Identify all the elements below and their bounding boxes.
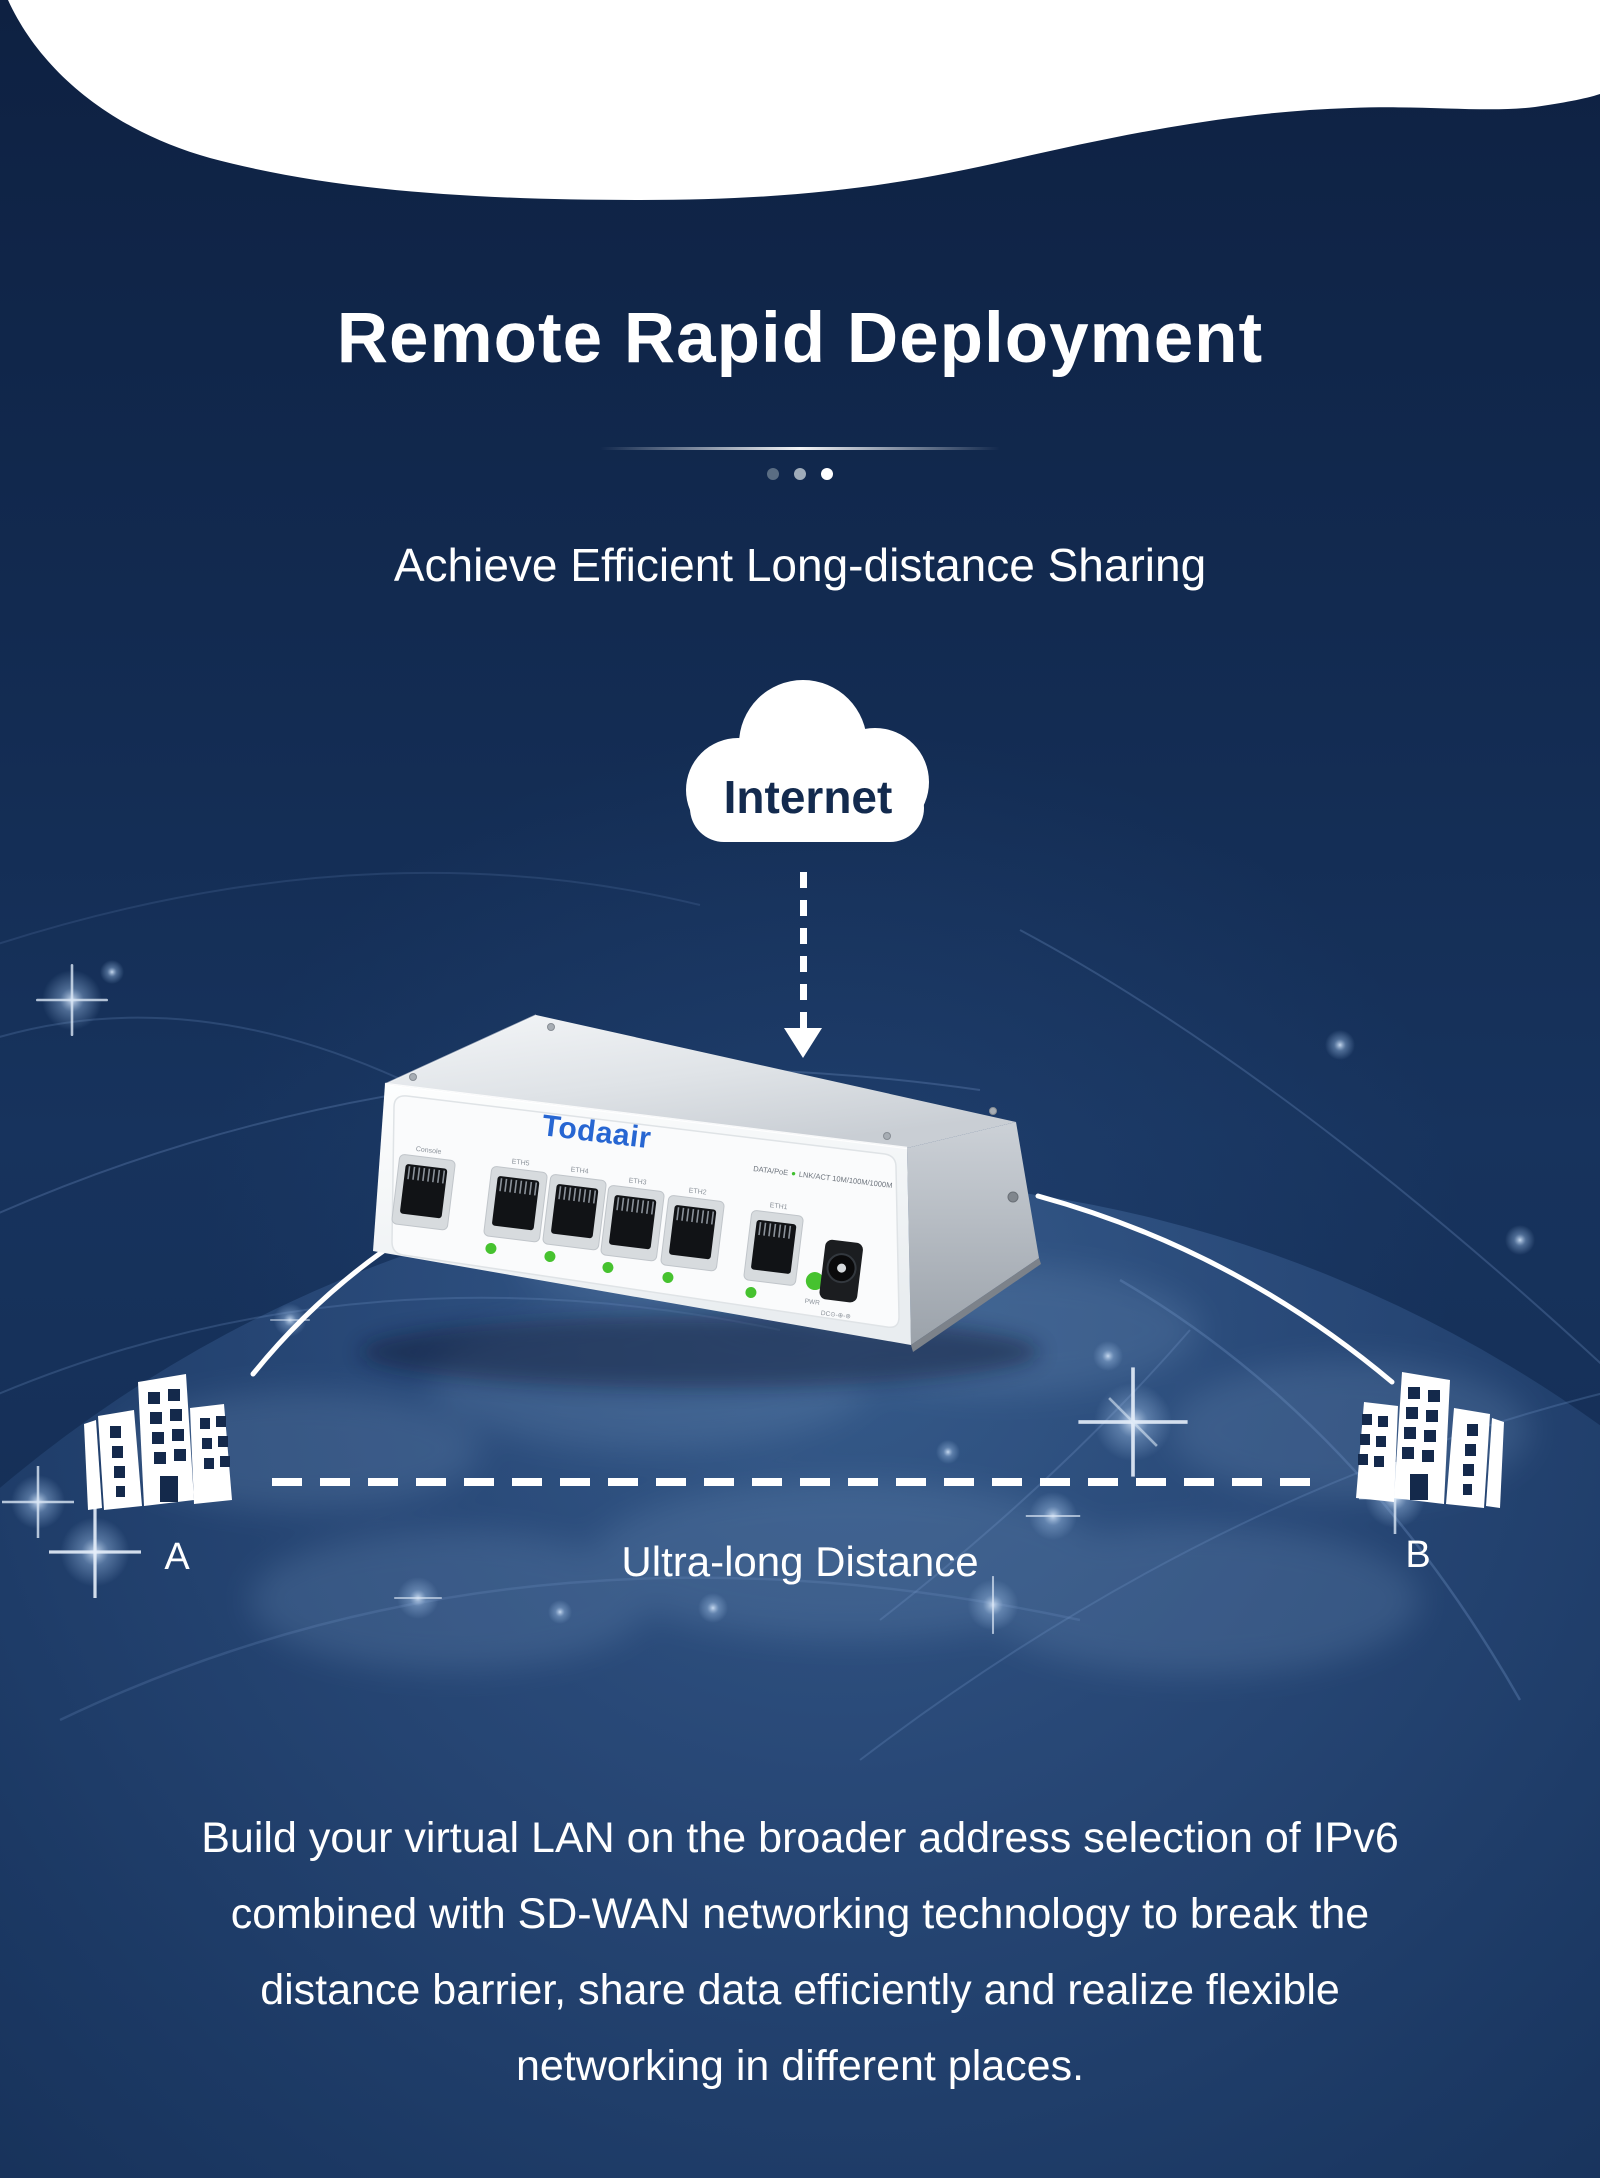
link-led [662,1271,674,1283]
divider-dot [767,468,779,480]
page-title: Remote Rapid Deployment [336,299,1264,378]
sparkles [1,960,1535,1634]
down-arrow-head [784,1028,822,1058]
rj45-pins [616,1197,655,1215]
title-divider-dots [0,468,1600,480]
curve-to-site-b [1035,1193,1395,1385]
internet-cloud: Internet [662,662,954,874]
port-eth1: ETH1 [743,1202,804,1298]
port-label: ETH2 [688,1187,707,1196]
device-side-bottom-edge [911,1258,1041,1352]
site-a-label: A [164,1536,190,1578]
site-b-label: B [1405,1534,1431,1576]
description-line: distance barrier, share data efficiently… [260,1966,1340,2014]
divider-dot [821,468,833,480]
distance-dashed-line [272,1478,1328,1486]
dc-label: DC⊙-⊕-⊛ [820,1310,851,1321]
link-led [544,1250,556,1262]
cloud-icon [686,680,929,842]
title-divider-line [600,447,1000,450]
rj45-pins [499,1178,538,1196]
link-led [745,1286,757,1298]
device-side-face [907,1122,1039,1345]
top-screws [409,1023,997,1140]
port-label: ETH1 [769,1202,788,1211]
port-eth3: ETH3 [600,1177,665,1273]
description-line: Build your virtual LAN on the broader ad… [201,1814,1399,1862]
port-label: ETH4 [570,1166,589,1175]
description-line: combined with SD-WAN networking technolo… [230,1890,1370,1938]
rj45-pins [407,1166,446,1184]
rj45-pins [676,1207,715,1225]
device-top-face [385,1015,1016,1148]
dc-jack: DC⊙-⊕-⊛ [819,1239,863,1321]
description-paragraph: Build your virtual LAN on the broader ad… [70,1800,1530,2104]
rj45-pins [558,1186,597,1204]
port-eth4: ETH4 [542,1166,607,1262]
page-subtitle: Achieve Efficient Long-distance Sharing [393,539,1207,591]
port-label: ETH5 [511,1158,530,1167]
rj45-pins [758,1222,792,1239]
port-console: Console [391,1146,456,1231]
power-led [805,1272,824,1291]
down-arrow-dashes [800,872,807,1028]
port-label: Console [415,1146,441,1156]
buildings-site-b [1356,1372,1504,1508]
internet-label: Internet [723,771,893,823]
network-device: Todaair DATA/PoE●LNK/ACT 10M/100M/1000M … [365,905,1065,1375]
power-led-group: PWR [804,1272,824,1307]
side-screw [1007,1191,1019,1203]
distance-label: Ultra-long Distance [621,1538,979,1585]
port-eth5: ETH5 [483,1158,548,1254]
top-wave [8,0,1600,200]
link-led [485,1242,497,1254]
divider-dot [794,468,806,480]
power-label: PWR [804,1298,820,1307]
link-led [602,1261,614,1273]
description-line: networking in different places. [515,2042,1085,2090]
buildings-site-a [84,1374,232,1510]
port-eth2: ETH2 [660,1187,725,1283]
port-label: ETH3 [628,1177,647,1186]
